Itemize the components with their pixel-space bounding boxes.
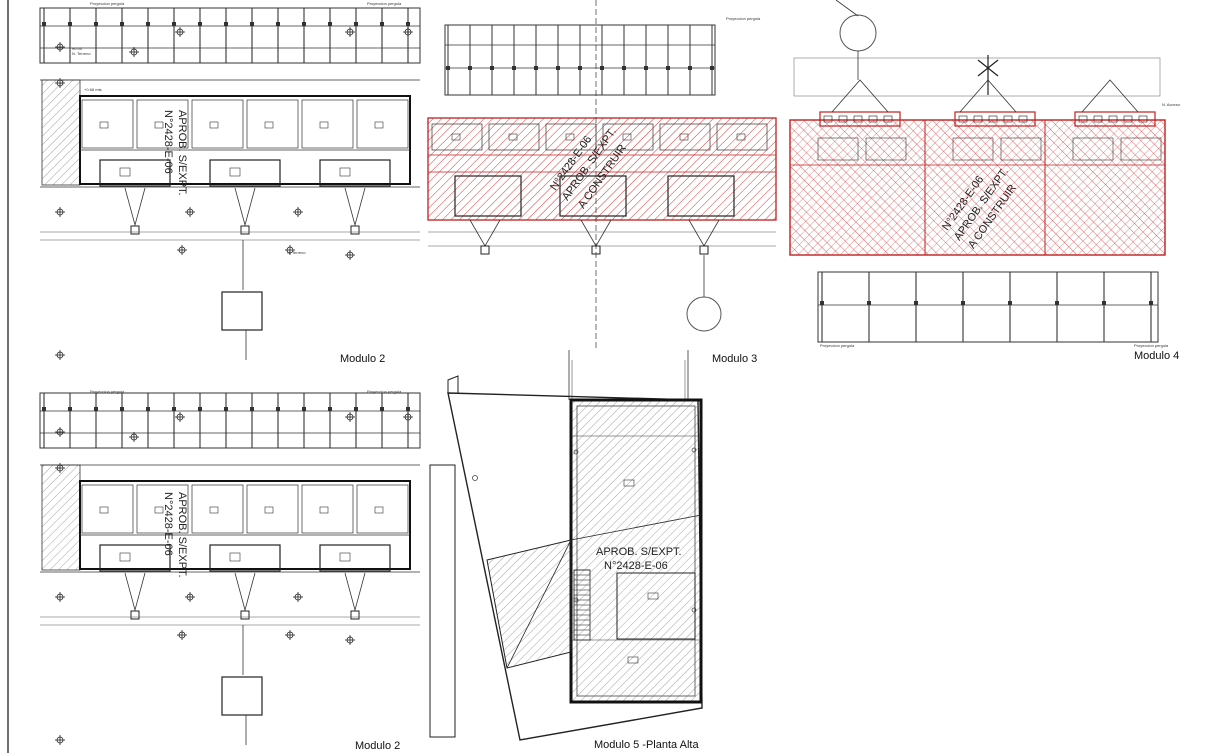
level-terrain: N. Terreno	[72, 51, 91, 56]
plan-modulo2-top	[39, 7, 421, 360]
pergola-caption: Proyeccion pergola	[820, 343, 855, 348]
plan-modulo3	[427, 0, 777, 350]
label-modulo2-top: Modulo 2	[340, 353, 386, 365]
stamp-number: N°2428-E-06	[162, 110, 174, 174]
level-terrain: N. Terreno	[287, 250, 306, 255]
stamp-number: N°2428-E-06	[162, 492, 174, 556]
pergola-caption: Proyeccion pergola	[726, 16, 761, 21]
stamp-approved: APROB. S/EXPT.	[176, 492, 188, 578]
label-modulo5: Modulo 5 -Planta Alta	[594, 739, 699, 751]
stamp-number: N°2428-E-06	[604, 560, 668, 572]
plan-modulo5	[429, 350, 703, 741]
stamp-approved: APROB. S/EXPT.	[596, 546, 682, 558]
pergola-caption: Proyeccion pergola	[367, 1, 402, 6]
plan-modulo4	[789, 0, 1166, 343]
label-modulo2-bottom: Modulo 2	[355, 740, 401, 752]
pergola-caption: Proyeccion pergola	[90, 389, 125, 394]
level-068: +0.68 mts	[84, 87, 102, 92]
level-zero: ±0.00	[72, 46, 82, 51]
level-acceso: N. Acceso	[1162, 102, 1181, 107]
pergola-caption: Proyeccion pergola	[367, 389, 402, 394]
plan-modulo2-bottom	[39, 392, 421, 745]
label-modulo3: Modulo 3	[712, 353, 758, 365]
stamp-approved: APROB. S/EXPT.	[176, 110, 188, 196]
label-modulo4: Modulo 4	[1134, 350, 1180, 362]
pergola-caption: Proyeccion pergola	[90, 1, 125, 6]
pergola-caption: Proyeccion pergola	[1134, 343, 1169, 348]
